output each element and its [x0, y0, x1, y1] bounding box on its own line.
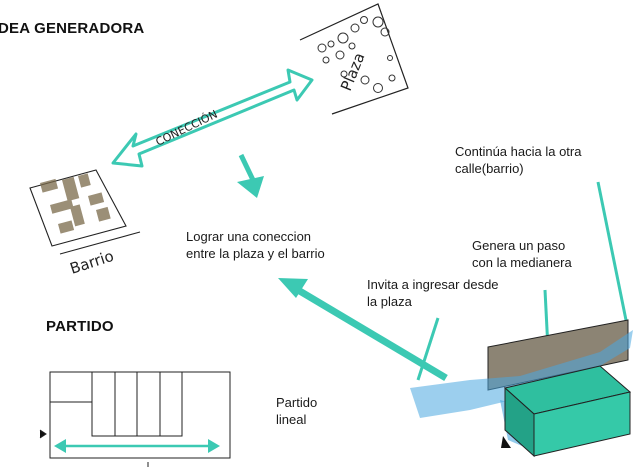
- conexion-label: CONECCIÓN: [154, 108, 220, 149]
- barrio-label: Barrio: [68, 247, 116, 278]
- note-continua-line: calle(barrio): [455, 161, 524, 176]
- note-continua: Continúa hacia la otra calle(barrio): [455, 143, 581, 177]
- down-arrow: [237, 153, 264, 198]
- note-lograr-line: Lograr una coneccion: [186, 229, 312, 244]
- lineal-arrow: [54, 439, 220, 453]
- note-lograr: Lograr una coneccion entre la plaza y el…: [186, 228, 325, 262]
- heading-idea: DEA GENERADORA: [0, 20, 145, 37]
- partido-plan: [39, 371, 231, 467]
- note-partido-lineal: Partido lineal: [276, 394, 317, 428]
- barrio-sketch: Barrio: [29, 169, 141, 278]
- note-genera-line: Genera un paso: [472, 238, 566, 253]
- note-invita: Invita a ingresar desde la plaza: [367, 276, 499, 310]
- note-invita-line: Invita a ingresar desde: [367, 277, 499, 292]
- note-continua-line: Continúa hacia la otra: [455, 144, 582, 159]
- plaza-sketch: Plaza: [299, 3, 409, 115]
- building-sketch: [410, 319, 633, 458]
- note-genera-line: con la medianera: [472, 255, 572, 270]
- note-lograr-line: entre la plaza y el barrio: [186, 246, 325, 261]
- big-arrow: [278, 278, 448, 382]
- note-invita-line: la plaza: [367, 294, 412, 309]
- note-partido-lineal-line: Partido: [276, 395, 318, 410]
- conexion-arrow: CONECCIÓN: [111, 68, 314, 168]
- note-genera: Genera un paso con la medianera: [472, 237, 572, 271]
- heading-partido: PARTIDO: [46, 318, 114, 335]
- note-partido-lineal-line: lineal: [276, 412, 307, 427]
